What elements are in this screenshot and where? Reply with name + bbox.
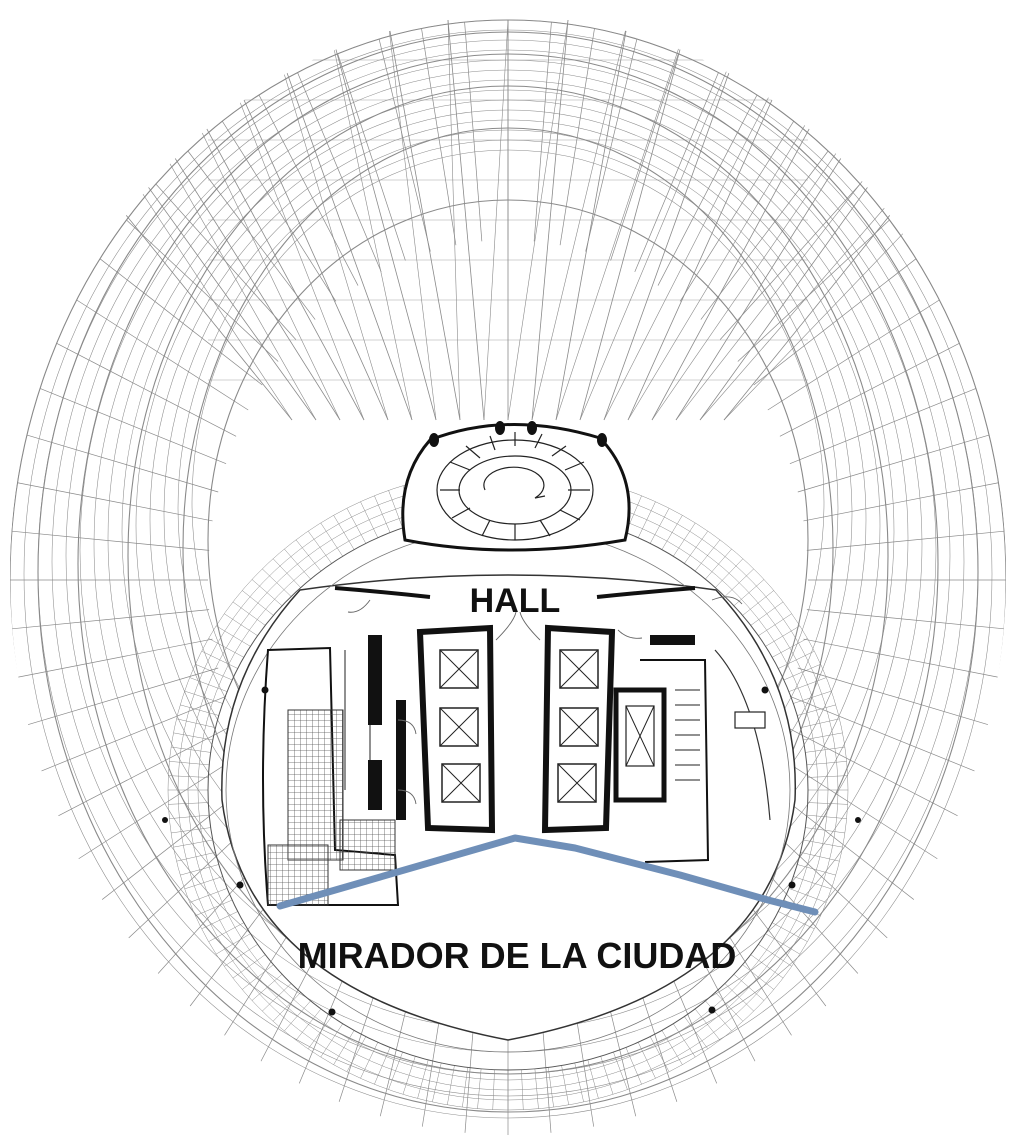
elevator-cross-box-icon bbox=[439, 707, 479, 747]
lattice-meridian bbox=[767, 299, 940, 411]
dome-lattice-structure bbox=[10, 19, 1006, 1135]
lattice-meridian bbox=[17, 638, 213, 678]
lattice-meridian bbox=[789, 388, 977, 465]
lattice-meridian bbox=[17, 482, 213, 522]
lattice-meridian bbox=[11, 609, 210, 630]
lattice-meridian bbox=[806, 609, 1005, 630]
lattice-meridian bbox=[803, 482, 999, 522]
lattice-meridian bbox=[39, 388, 227, 465]
lattice-meridian bbox=[789, 695, 977, 772]
lattice-meridian bbox=[258, 94, 359, 286]
elevator-cross-box-icon bbox=[559, 649, 599, 689]
lattice-meridian bbox=[797, 434, 990, 493]
lattice-meridian bbox=[657, 94, 758, 286]
lattice-meridian bbox=[26, 667, 219, 726]
lattice-meridian bbox=[610, 53, 679, 261]
lattice-meridian bbox=[56, 343, 237, 437]
elevator-cross-box-icon bbox=[559, 707, 599, 747]
stair-hall bbox=[401, 421, 631, 552]
lattice-meridian bbox=[76, 299, 249, 411]
lattice-meridian bbox=[803, 638, 999, 678]
lattice-meridian bbox=[378, 38, 431, 252]
lattice-meridian bbox=[421, 28, 457, 246]
lattice-meridian bbox=[99, 258, 263, 386]
lattice-meridian bbox=[679, 121, 794, 302]
lattice-meridian bbox=[585, 38, 638, 252]
lattice-meridian bbox=[222, 121, 337, 302]
lattice-meridian bbox=[806, 530, 1005, 551]
lattice-meridian bbox=[76, 749, 249, 861]
lattice-meridian bbox=[797, 667, 990, 726]
elevator-cross-box-icon bbox=[439, 649, 479, 689]
lattice-meridian bbox=[700, 150, 829, 320]
elevator-cross-box-icon bbox=[441, 763, 481, 803]
hall-label: HALL bbox=[470, 582, 561, 620]
lattice-meridian bbox=[26, 434, 219, 493]
elevator-cross-box-icon bbox=[557, 763, 597, 803]
lattice-meridian bbox=[753, 258, 917, 386]
mirador-label: MIRADOR DE LA CIUDAD bbox=[298, 935, 737, 976]
lattice-meridian bbox=[39, 695, 227, 772]
lattice-meridian bbox=[11, 530, 210, 551]
lattice-meridian bbox=[297, 72, 382, 272]
hall-arc-walls bbox=[334, 586, 696, 599]
lattice-meridian bbox=[126, 219, 279, 362]
lattice-meridian bbox=[737, 219, 890, 362]
column-dot-icon bbox=[162, 686, 861, 1016]
lattice-meridian bbox=[337, 53, 406, 261]
elevator-bank-left bbox=[416, 624, 496, 834]
lattice-meridian bbox=[559, 28, 595, 246]
core-right-block bbox=[613, 635, 771, 863]
door-swings bbox=[347, 596, 743, 805]
lattice-meridian bbox=[634, 72, 719, 272]
lattice-meridian bbox=[779, 343, 960, 437]
lattice-meridian bbox=[767, 749, 940, 861]
column-dot-icon bbox=[429, 421, 607, 447]
elevator-bank-right bbox=[541, 624, 616, 834]
core-left-block bbox=[262, 635, 406, 906]
viewpoint-boundary-line bbox=[276, 834, 819, 916]
spiral-stair-icon bbox=[436, 432, 594, 541]
